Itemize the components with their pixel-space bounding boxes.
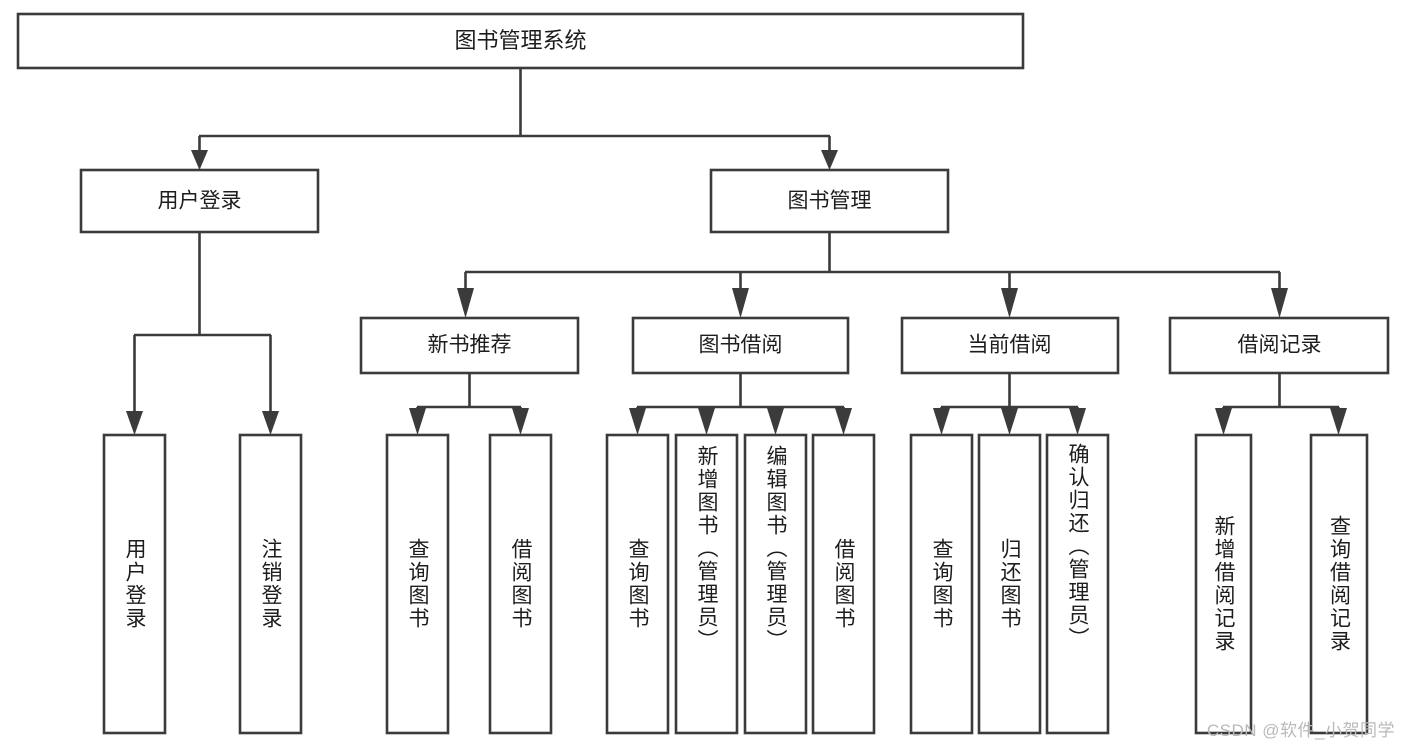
connector-group-book-manage [457,232,1288,318]
node-user-login-label: 用户登录 [158,190,242,213]
node-current-borrow[interactable]: 当前借阅 [900,316,1120,375]
leaf-box-book-borrow-1[interactable] [605,433,670,735]
arrow-head-cb-leaf-1 [933,408,950,435]
arrow-head-to-user-login [191,150,208,170]
node-user-login[interactable]: 用户登录 [79,168,320,234]
node-book-manage-label: 图书管理 [788,190,872,213]
node-user-login-box [79,168,320,234]
arrow-head-user-login-leaf-2 [262,411,279,435]
leaf-box-book-borrow-4[interactable] [811,433,876,735]
connector-group-root [191,68,838,170]
node-book-borrow-label: 图书借阅 [699,334,783,357]
arrow-head-br-leaf-2 [1330,408,1347,435]
leaf-box-current-borrow-3[interactable] [1045,433,1110,735]
leaf-box-borrow-record-2[interactable] [1309,433,1369,735]
arrow-head-to-new-book [457,288,474,318]
arrow-head-bb-leaf-3 [767,408,784,435]
arrow-head-to-book-borrow [732,288,749,318]
node-new-book-recommend-label: 新书推荐 [428,334,512,357]
arrow-head-bb-leaf-4 [835,408,852,435]
connector-group-user-login [126,232,279,435]
node-book-manage-box [709,168,950,234]
connector-group-borrow-record [1215,373,1347,435]
leaf-box-current-borrow-2[interactable] [977,433,1042,735]
node-root-box [16,12,1025,70]
leaf-box-borrow-record-1[interactable] [1194,433,1253,735]
node-borrow-record-label: 借阅记录 [1238,334,1322,357]
node-root-system[interactable]: 图书管理系统 [16,12,1025,70]
leaf-box-user-login-2[interactable] [238,433,303,735]
leaf-box-book-borrow-3[interactable] [743,433,808,735]
leaf-box-new-book-1[interactable] [385,433,450,735]
node-root-label: 图书管理系统 [454,28,586,53]
node-new-book-recommend[interactable]: 新书推荐 [359,316,580,375]
leaf-box-new-book-2[interactable] [488,433,553,735]
arrow-head-br-leaf-1 [1215,408,1232,435]
leaf-box-current-borrow-1[interactable] [909,433,974,735]
arrow-head-to-borrow-record [1271,288,1288,318]
connector-group-book-borrow [629,373,852,435]
arrow-head-to-current-borrow [1001,288,1018,318]
connector-group-new-book [409,373,529,435]
arrow-head-bb-leaf-1 [629,408,646,435]
node-book-borrow[interactable]: 图书借阅 [631,316,850,375]
arrow-head-to-book-manage [821,150,838,170]
node-current-borrow-box [900,316,1120,375]
arrow-head-bb-leaf-2 [698,408,715,435]
arrow-head-nb-leaf-1 [409,408,426,435]
node-new-book-recommend-box [359,316,580,375]
node-current-borrow-label: 当前借阅 [968,334,1052,357]
node-book-manage[interactable]: 图书管理 [709,168,950,234]
connector-group-current-borrow [933,373,1086,435]
node-borrow-record-box [1168,316,1390,375]
arrow-head-cb-leaf-3 [1069,408,1086,435]
arrow-head-user-login-leaf-1 [126,411,143,435]
leaf-box-user-login-1[interactable] [102,433,167,735]
arrow-head-cb-leaf-2 [1001,408,1018,435]
arrow-head-nb-leaf-2 [512,408,529,435]
node-borrow-record[interactable]: 借阅记录 [1168,316,1390,375]
node-book-borrow-box [631,316,850,375]
leaf-box-book-borrow-2[interactable] [674,433,739,735]
